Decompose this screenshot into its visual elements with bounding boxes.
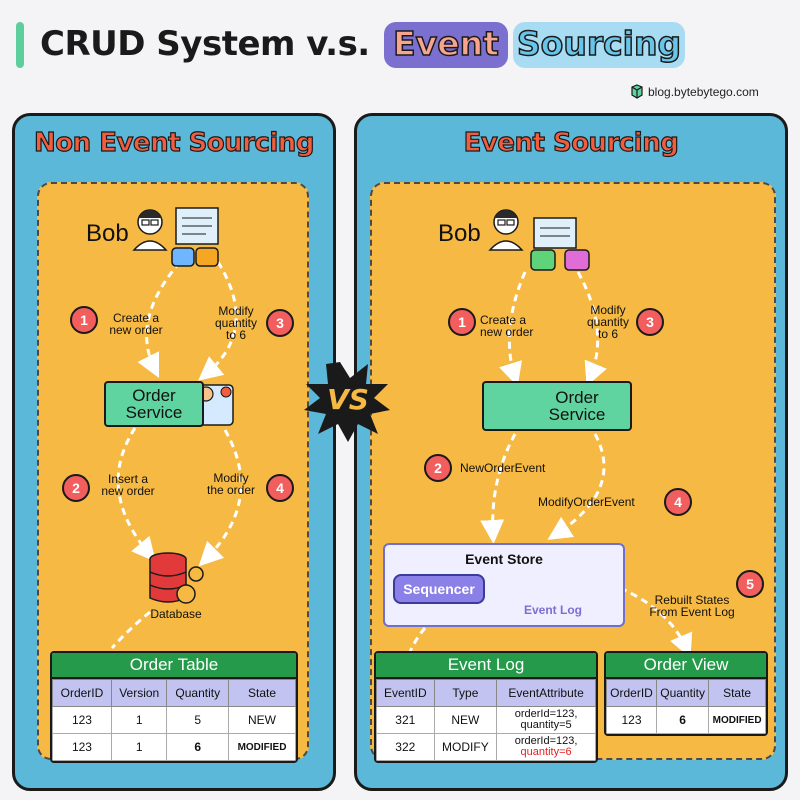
table-row: 322 MODIFY orderId=123,quantity=6	[376, 733, 596, 761]
right-step-5-badge: 5	[736, 570, 764, 598]
sequencer: Sequencer	[393, 574, 485, 604]
event-log-header: Type	[433, 679, 498, 707]
vs-badge: VS	[327, 383, 369, 416]
order-view-header: State	[708, 679, 766, 707]
order-table: Order Table OrderID Version Quantity Sta…	[50, 651, 298, 763]
event-store-title: Event Store	[465, 551, 543, 567]
page-title: CRUD System v.s.	[40, 24, 370, 64]
event-log-header: EventAttribute	[496, 679, 596, 707]
order-table-header: OrderID	[52, 679, 112, 707]
bytebytego-logo-icon	[631, 84, 643, 99]
right-step-4-badge: 4	[664, 488, 692, 516]
event-log-title: Event Log	[376, 653, 596, 679]
database-label: Database	[150, 607, 202, 621]
right-panel-title: Event Sourcing	[463, 127, 679, 158]
table-row: 123 1 6 MODIFIED	[52, 733, 296, 761]
database-icon	[149, 552, 204, 604]
table-row: 123 6 MODIFIED	[606, 706, 766, 734]
right-step-1-badge: 1	[448, 308, 476, 336]
right-step-2-label: NewOrderEvent	[460, 461, 546, 475]
left-step-4-badge: 4	[266, 474, 294, 502]
table-row: 123 1 5 NEW	[52, 706, 296, 734]
left-bob-label: Bob	[86, 220, 129, 247]
left-step-2-badge: 2	[62, 474, 90, 502]
left-step-1-badge: 1	[70, 306, 98, 334]
right-step-4-label: ModifyOrderEvent	[538, 495, 635, 509]
order-table-header: Version	[110, 679, 168, 707]
order-table-header: Quantity	[166, 679, 230, 707]
title-event-pill: Event	[384, 22, 508, 68]
event-log-header: EventID	[376, 679, 435, 707]
table-row: 321 NEW orderId=123,quantity=5	[376, 706, 596, 734]
event-store-log-label: Event Log	[524, 603, 583, 617]
order-table-header: State	[228, 679, 296, 707]
right-bob-label: Bob	[438, 220, 481, 247]
order-view-header: OrderID	[606, 679, 657, 707]
order-view-table: Order View OrderID Quantity State 123 6 …	[604, 651, 768, 736]
left-panel-title: Non Event Sourcing	[33, 127, 315, 158]
title-accent-bar	[16, 22, 24, 68]
right-step-3-badge: 3	[636, 308, 664, 336]
site-link[interactable]: blog.bytebytego.com	[648, 85, 759, 99]
order-table-title: Order Table	[52, 653, 296, 679]
right-step-2-badge: 2	[424, 454, 452, 482]
order-view-header: Quantity	[655, 679, 710, 707]
event-log-table: Event Log EventID Type EventAttribute 32…	[374, 651, 598, 763]
order-view-title: Order View	[606, 653, 766, 679]
bob-avatar-icon	[132, 209, 168, 251]
title-sourcing-pill: Sourcing	[513, 22, 685, 68]
left-step-3-badge: 3	[266, 309, 294, 337]
